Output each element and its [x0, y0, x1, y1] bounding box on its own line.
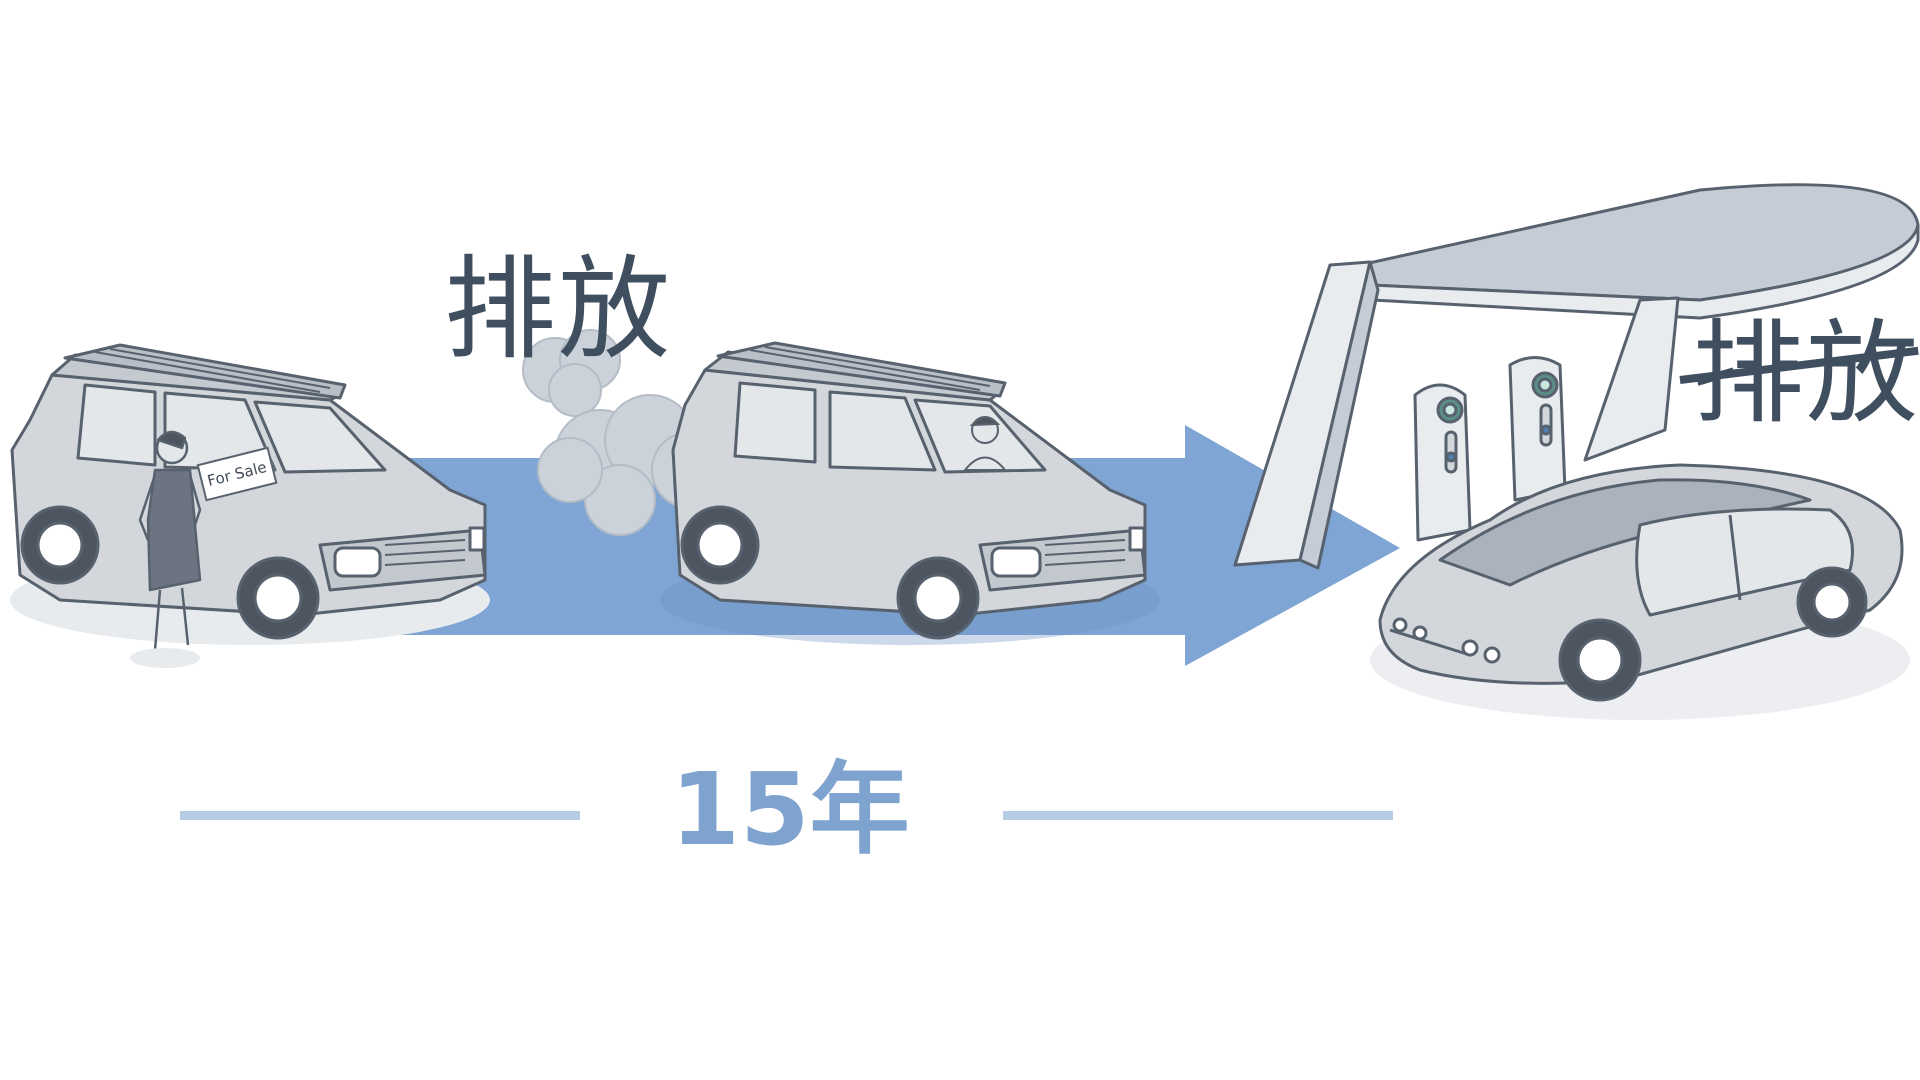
emission-label-left: 排放 — [444, 245, 672, 375]
electric-car-icon — [1378, 463, 1904, 702]
charger-pump-icon — [1508, 356, 1567, 502]
timeline-line-left — [180, 811, 580, 820]
timeline-label: 15年 — [670, 751, 910, 868]
driver-icon — [962, 416, 1008, 471]
timeline-line-right — [1003, 811, 1393, 820]
person-icon — [130, 430, 202, 668]
charging-station-icon — [1233, 183, 1920, 570]
suv-car-icon — [10, 343, 487, 640]
suv-car-icon — [671, 341, 1147, 640]
charger-pump-icon — [1413, 383, 1472, 542]
